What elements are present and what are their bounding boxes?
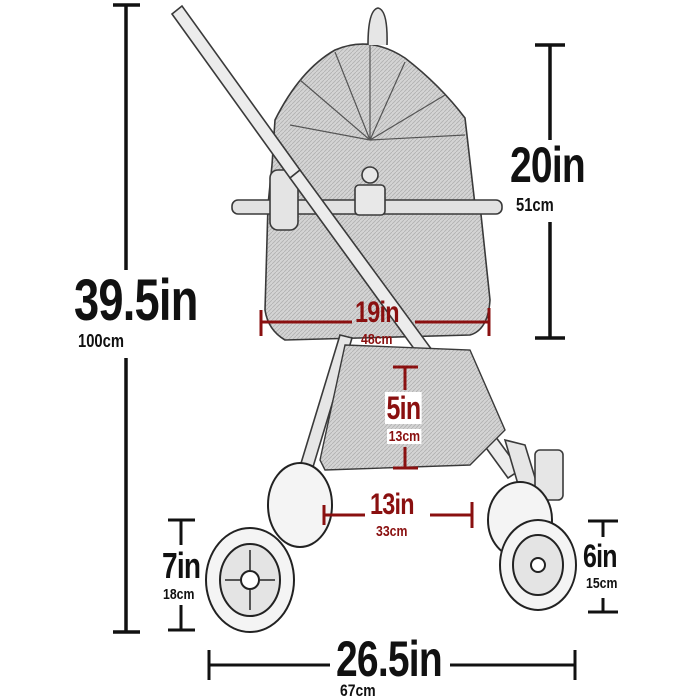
carrier-body (231, 166, 503, 341)
basket-width-cm: 33cm (376, 523, 408, 540)
canopy (267, 7, 476, 206)
rear-wheel-inches: 7in (162, 545, 201, 586)
carrier-width-inches: 19in (355, 296, 399, 329)
carrier-width-cm: 48cm (361, 331, 393, 348)
overall-length-cm: 67cm (340, 681, 376, 700)
front-wheels (487, 481, 577, 611)
carrier-height-line (535, 43, 565, 340)
basket-height-cm: 13cm (387, 428, 422, 445)
rear-wheel-line (168, 518, 195, 632)
front-wheel-line (588, 519, 618, 614)
front-wheel-cm: 15cm (586, 575, 618, 592)
rear-wheel-cm: 18cm (163, 586, 195, 603)
front-wheel-inches: 6in (583, 538, 618, 574)
basket-height-inches: 5in (385, 390, 422, 426)
overall-height-inches: 39.5in (74, 268, 198, 333)
basket-width-line (322, 502, 474, 528)
overall-height-cm: 100cm (78, 331, 124, 351)
carrier-height-inches: 20in (510, 137, 586, 193)
overall-length-line (207, 650, 577, 680)
overall-height-line (113, 3, 140, 634)
rear-wheels (205, 462, 333, 633)
overall-length-inches: 26.5in (336, 631, 443, 687)
basket-width-inches: 13in (370, 488, 414, 521)
basket-height-line (393, 365, 418, 470)
carrier-width-line (259, 308, 491, 336)
carrier-height-cm: 51cm (516, 195, 554, 215)
